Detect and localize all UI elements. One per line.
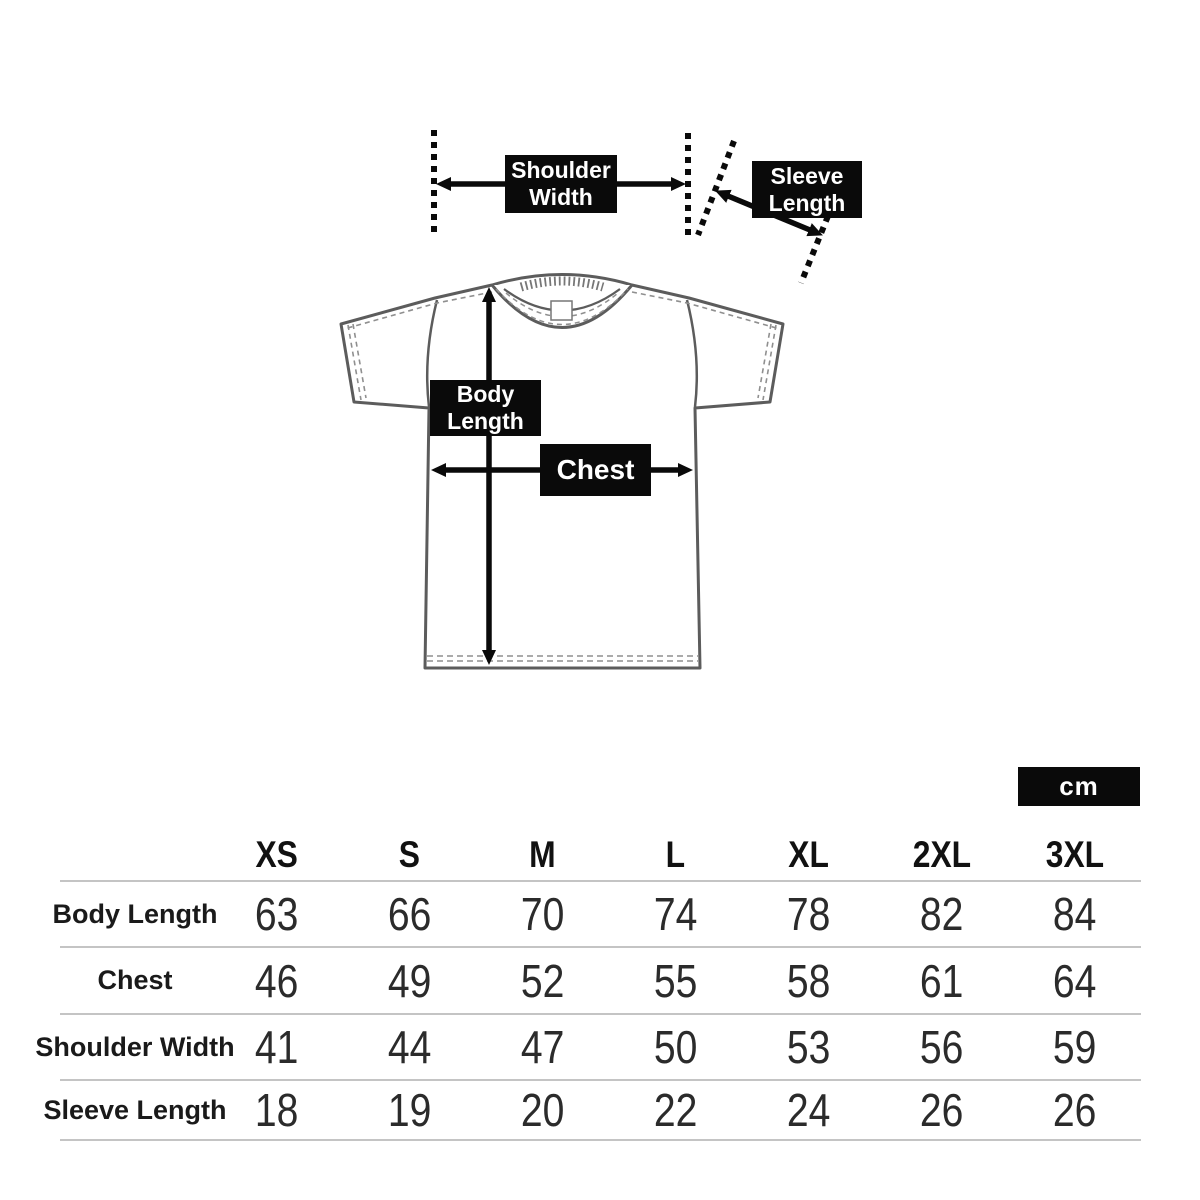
column-header-2xl: 2XL bbox=[912, 834, 971, 875]
size-value: 74 bbox=[653, 888, 698, 940]
row-header: Sleeve Length bbox=[43, 1094, 227, 1125]
body-length-label: Body Length bbox=[430, 380, 541, 436]
size-value: 82 bbox=[919, 888, 964, 940]
row-header: Chest bbox=[97, 965, 173, 995]
measurement-guide-lines bbox=[431, 130, 831, 285]
sleeve-length-label: Sleeve Length bbox=[752, 161, 862, 218]
size-value: 22 bbox=[653, 1084, 698, 1136]
size-table: XS S M L XL 2XL 3XL Body Length 63 66 70… bbox=[35, 830, 1141, 1141]
size-value: 18 bbox=[254, 1084, 299, 1136]
column-header-3xl: 3XL bbox=[1045, 834, 1104, 875]
table-row-chest: Chest 46 49 52 55 58 61 64 bbox=[60, 946, 1141, 1013]
size-value: 49 bbox=[387, 954, 432, 1007]
sleeve-length-label-line1: Sleeve bbox=[770, 162, 844, 189]
body-length-label-line1: Body bbox=[456, 381, 515, 407]
size-value: 50 bbox=[653, 1021, 698, 1073]
chest-label-text: Chest bbox=[556, 454, 635, 485]
body-length-label-line2: Length bbox=[447, 408, 524, 434]
size-value: 53 bbox=[786, 1021, 831, 1073]
size-value: 55 bbox=[653, 954, 698, 1007]
size-value: 19 bbox=[387, 1084, 432, 1136]
sleeve-guide-bottom bbox=[798, 214, 831, 285]
size-value: 78 bbox=[786, 888, 831, 940]
size-table-header-row: XS S M L XL 2XL 3XL bbox=[60, 830, 1141, 880]
table-row-shoulder-width: Shoulder Width 41 44 47 50 53 56 59 bbox=[35, 1013, 1141, 1079]
column-header-s: S bbox=[398, 834, 421, 875]
size-value: 20 bbox=[520, 1084, 565, 1136]
size-value: 26 bbox=[919, 1084, 964, 1136]
size-value: 47 bbox=[520, 1021, 565, 1073]
shoulder-width-label: Shoulder Width bbox=[505, 155, 617, 213]
size-value: 61 bbox=[919, 954, 964, 1007]
tshirt-measurement-diagram bbox=[339, 130, 831, 670]
size-value: 84 bbox=[1052, 888, 1097, 940]
shoulder-width-label-line2: Width bbox=[529, 184, 593, 210]
size-value: 70 bbox=[520, 888, 565, 940]
table-row-body-length: Body Length 63 66 70 74 78 82 84 bbox=[53, 880, 1141, 946]
size-value: 44 bbox=[387, 1021, 432, 1073]
column-header-m: M bbox=[529, 834, 556, 875]
table-row-sleeve-length: Sleeve Length 18 19 20 22 24 26 26 bbox=[43, 1079, 1141, 1139]
column-header-l: L bbox=[665, 834, 686, 875]
size-value: 58 bbox=[786, 954, 831, 1007]
size-value: 64 bbox=[1052, 954, 1097, 1007]
size-value: 46 bbox=[254, 954, 299, 1007]
size-value: 41 bbox=[254, 1021, 299, 1073]
shoulder-width-label-line1: Shoulder bbox=[511, 157, 611, 183]
sleeve-guide-top bbox=[695, 139, 737, 237]
size-value: 24 bbox=[786, 1084, 831, 1136]
size-value: 26 bbox=[1052, 1084, 1097, 1136]
row-header: Shoulder Width bbox=[35, 1031, 235, 1062]
column-header-xl: XL bbox=[788, 834, 829, 875]
size-value: 66 bbox=[387, 888, 432, 940]
row-header: Body Length bbox=[52, 898, 218, 929]
column-header-xs: XS bbox=[255, 834, 298, 875]
size-value: 59 bbox=[1052, 1021, 1097, 1073]
size-value: 56 bbox=[919, 1021, 964, 1073]
unit-badge: cm bbox=[1018, 767, 1140, 806]
chest-label: Chest bbox=[540, 444, 651, 496]
size-value: 52 bbox=[520, 954, 565, 1007]
size-value: 63 bbox=[254, 888, 299, 940]
sleeve-length-label-line2: Length bbox=[768, 189, 846, 216]
table-bottom-divider bbox=[60, 1139, 1141, 1141]
